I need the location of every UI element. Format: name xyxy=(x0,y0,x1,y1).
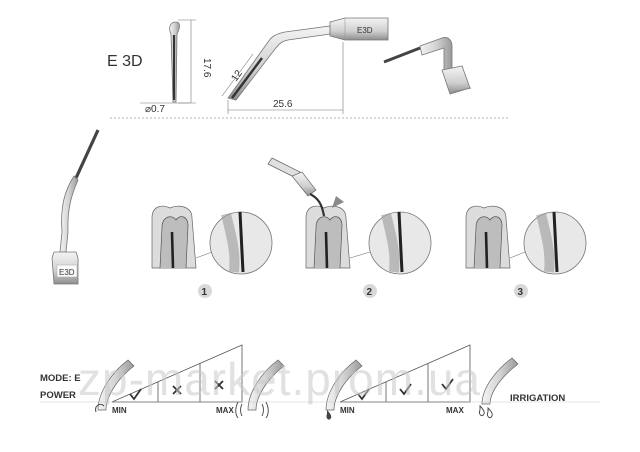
svg-text:E 3D: E 3D xyxy=(107,53,143,70)
engraving-top: E3D xyxy=(357,26,373,35)
step-3-badge: 3 xyxy=(514,284,528,298)
step-3-illustration xyxy=(465,205,587,275)
engraving-large: E3D xyxy=(59,268,75,277)
check-mark-icon xyxy=(357,388,370,401)
power-max-icon xyxy=(235,359,285,419)
svg-text:1: 1 xyxy=(202,287,208,298)
watermark: zp-market.prom.ua xyxy=(78,353,481,405)
cross-mark-icon xyxy=(172,385,182,395)
irrigation-max-icon xyxy=(479,357,519,419)
height-value: 17.6 xyxy=(201,58,212,78)
step-2-illustration xyxy=(267,157,432,275)
step-1-badge: 1 xyxy=(198,284,212,298)
diameter-value: ⌀0.7 xyxy=(145,104,165,115)
tip-model-label: E 3D xyxy=(107,53,143,70)
power-max-label: MAX xyxy=(216,406,234,415)
svg-text:POWER: POWER xyxy=(40,390,76,401)
irrigation-min-label: MIN xyxy=(340,406,355,415)
svg-text:MIN: MIN xyxy=(340,406,355,415)
cross-mark-icon xyxy=(214,380,224,390)
svg-text:IRRIGATION: IRRIGATION xyxy=(510,393,565,404)
mode-label: MODE: E xyxy=(40,373,81,384)
large-tip-drawing: E3D xyxy=(51,129,100,285)
height-dimension: 17.6 xyxy=(178,19,212,104)
check-mark-icon xyxy=(399,383,412,396)
length-dimension: 25.6 xyxy=(227,42,344,114)
svg-text:MIN: MIN xyxy=(112,406,127,415)
irrigation-label: IRRIGATION xyxy=(510,393,565,404)
side-view-tip xyxy=(169,21,180,103)
step-1-illustration xyxy=(151,205,273,275)
check-mark-icon xyxy=(129,388,142,401)
angled-tip-drawing: E3D xyxy=(227,17,389,101)
irrigation-max-label: MAX xyxy=(446,406,464,415)
svg-text:MAX: MAX xyxy=(446,406,464,415)
power-min-icon xyxy=(95,359,135,413)
svg-text:2: 2 xyxy=(367,287,373,298)
length-value: 25.6 xyxy=(273,99,293,110)
power-label: POWER xyxy=(40,390,76,401)
svg-text:zp-market.prom.ua: zp-market.prom.ua xyxy=(78,353,481,405)
tip-photo xyxy=(383,37,472,95)
step-2-badge: 2 xyxy=(363,284,377,298)
irrigation-min-icon xyxy=(325,359,363,420)
diameter-dimension: ⌀0.7 xyxy=(140,102,190,115)
svg-text:3: 3 xyxy=(518,287,524,298)
power-min-label: MIN xyxy=(112,406,127,415)
check-mark-icon xyxy=(441,378,454,391)
svg-text:MODE: E: MODE: E xyxy=(40,373,81,384)
svg-text:MAX: MAX xyxy=(216,406,234,415)
